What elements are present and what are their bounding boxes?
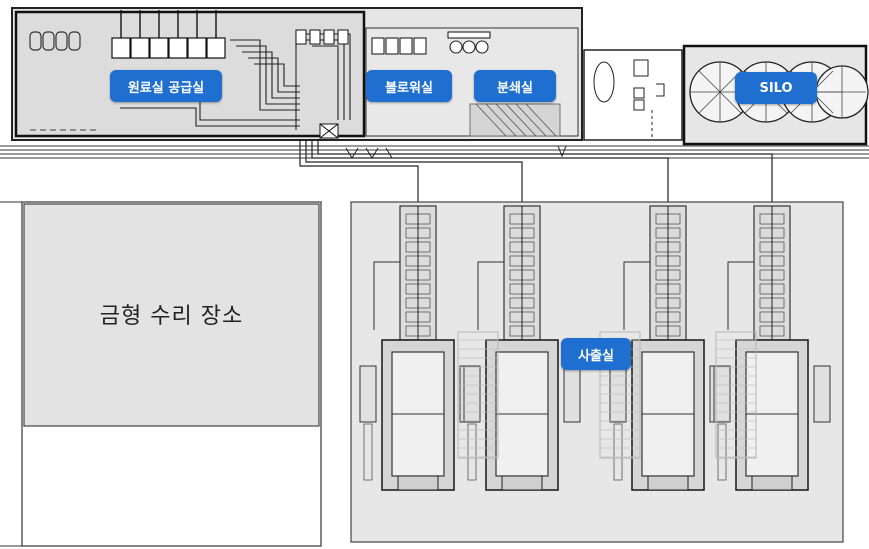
- machine-side-rail: [717, 423, 727, 481]
- conveyor-frame: [715, 331, 757, 459]
- conveyor-frame: [599, 331, 641, 459]
- grinder-area: [469, 103, 561, 137]
- machine-arm: [623, 261, 650, 330]
- middle-building-outline: [583, 49, 683, 141]
- corridor-lines: [0, 145, 869, 159]
- feeder-vertical-lines: [112, 10, 360, 38]
- feed-lines: [299, 140, 773, 206]
- machine-arm: [373, 261, 400, 330]
- conveyor-ladder-1: [457, 331, 499, 459]
- storage-tanks: [29, 31, 81, 51]
- middle-box-2: [633, 87, 645, 99]
- mold-repair-title: 금형 수리 장소: [99, 304, 244, 329]
- machine-base: [397, 475, 439, 491]
- middle-box-3: [633, 99, 645, 111]
- conveyor-frame: [457, 331, 499, 459]
- machine-base: [751, 475, 793, 491]
- conveyor-ladder-3: [715, 331, 757, 459]
- raw-material-room-label: 원료실 공급실: [110, 70, 222, 102]
- machine-base: [501, 475, 543, 491]
- mold-repair-area: [0, 201, 322, 547]
- middle-box-1: [633, 59, 649, 77]
- machine-side-rail: [613, 423, 623, 481]
- blower-units: [371, 31, 491, 55]
- middle-tank: [593, 61, 615, 103]
- machine-base: [647, 475, 689, 491]
- mold-repair-room: [23, 203, 320, 427]
- machine-side-unit-right: [563, 365, 581, 423]
- machine-side-rail: [467, 423, 477, 481]
- conveyor-ladder-2: [599, 331, 641, 459]
- machine-side-unit-right: [813, 365, 831, 423]
- injection-machine-1: [359, 205, 477, 491]
- blower-room-label: 블로워실: [366, 70, 452, 102]
- machine-arm: [727, 261, 754, 330]
- feeder-units: [111, 37, 226, 59]
- injection-machine-4: [713, 205, 831, 491]
- grinding-room-label: 분쇄실: [474, 70, 556, 102]
- middle-fixture: [656, 83, 665, 97]
- pipe-valves: [295, 29, 349, 139]
- machine-arm: [477, 261, 504, 330]
- corridor-markers: [345, 145, 567, 159]
- injection-room-label: 사출실: [561, 338, 631, 370]
- machine-side-rail: [363, 423, 373, 481]
- middle-building: [583, 49, 683, 141]
- injection-machines: [359, 205, 831, 491]
- silo-label: SILO: [735, 72, 817, 104]
- machine-side-unit-left: [359, 365, 377, 423]
